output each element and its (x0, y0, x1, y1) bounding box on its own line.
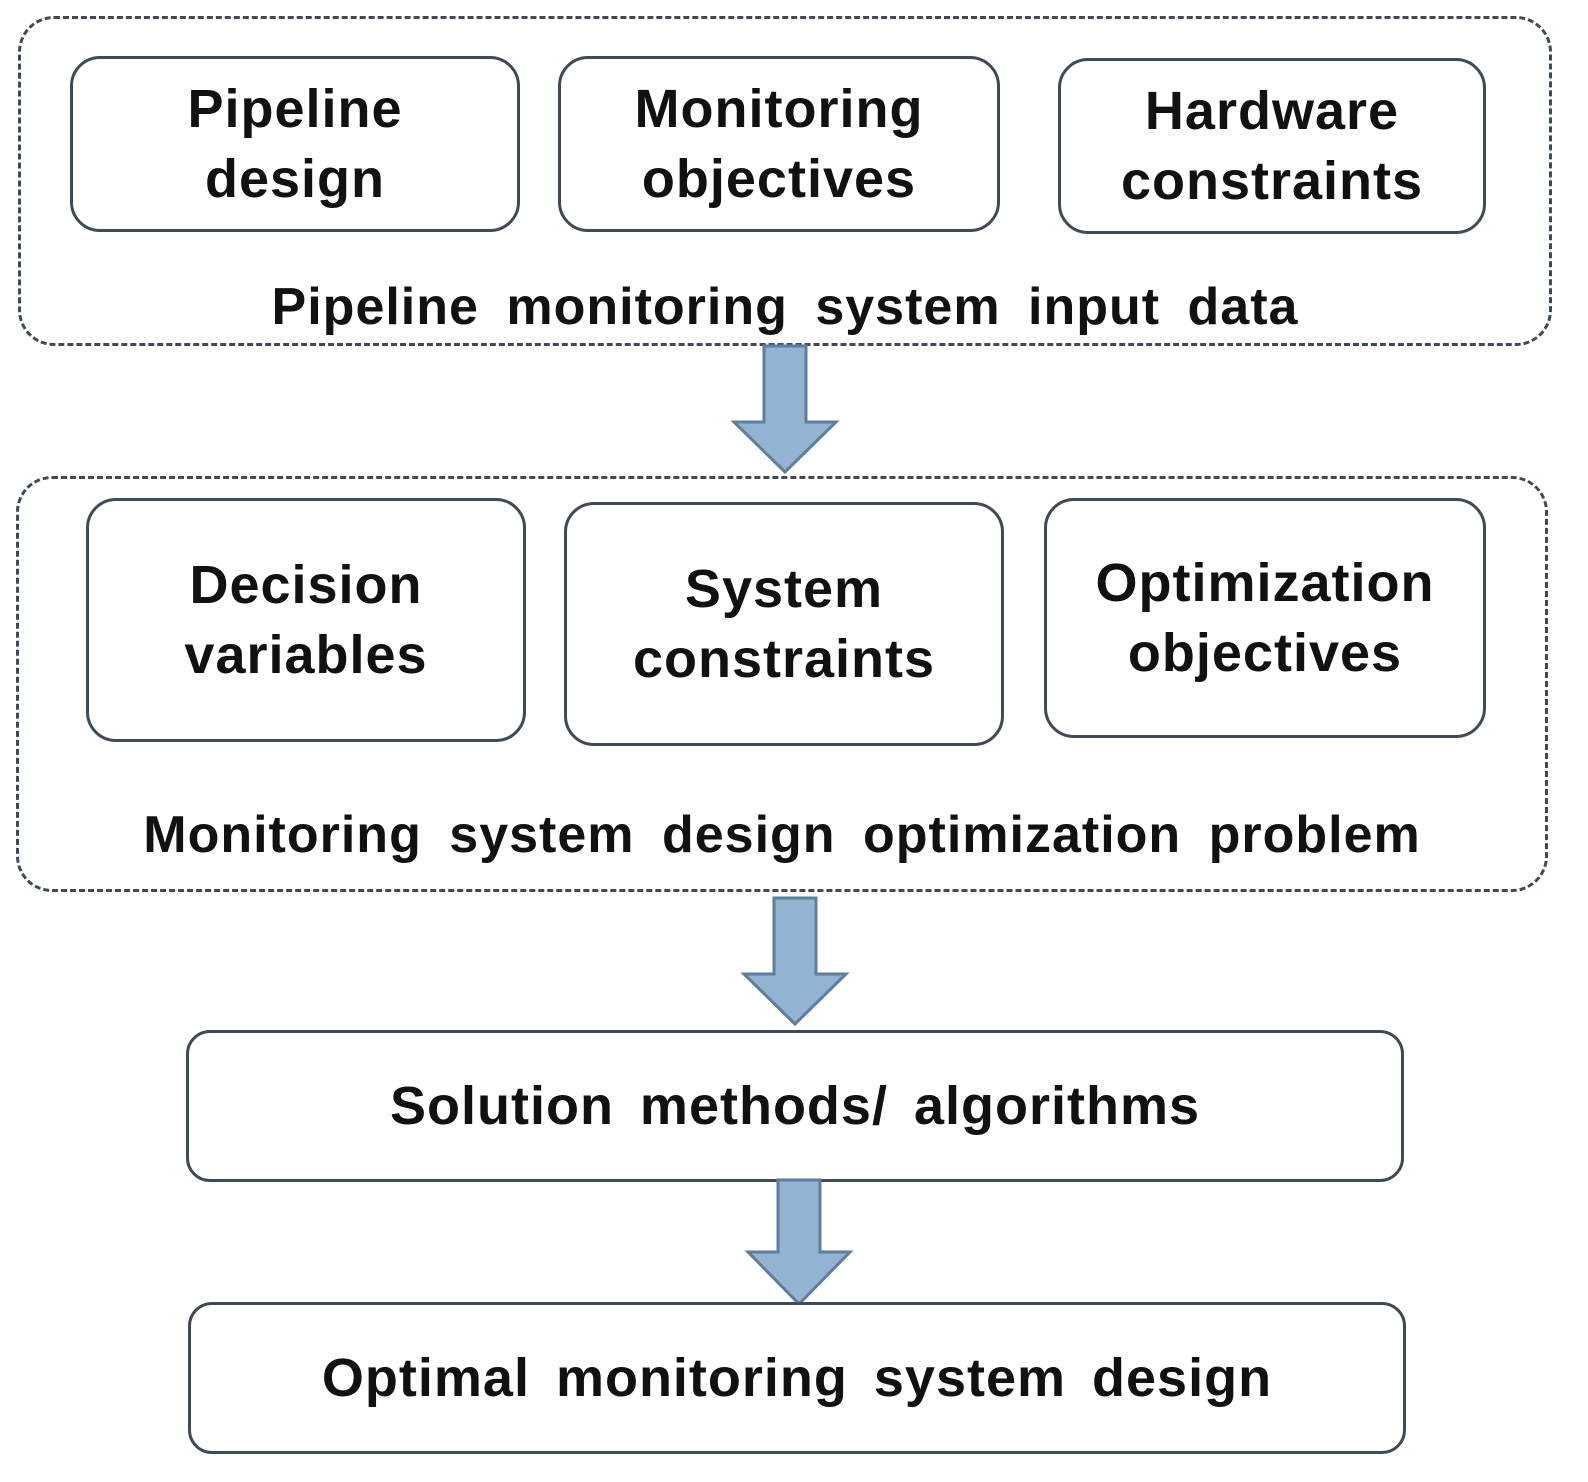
system-constraints-box: System constraints (564, 502, 1004, 746)
monitoring-objectives-box: Monitoring objectives (558, 56, 1000, 232)
down-arrow-3 (744, 1178, 854, 1307)
down-arrow-2-shape (740, 896, 850, 1027)
down-arrow-3-shape (744, 1178, 854, 1307)
optimization-problem-group: Monitoring system design optimization pr… (16, 476, 1548, 892)
input-data-group-label: Pipeline monitoring system input data (271, 278, 1299, 336)
solution-methods-box: Solution methods/ algorithms (186, 1030, 1404, 1182)
pipeline-design-box: Pipeline design (70, 56, 520, 232)
down-arrow-1-shape (730, 344, 840, 475)
hardware-constraints-box: Hardware constraints (1058, 58, 1486, 234)
down-arrow-1 (730, 344, 840, 475)
optimal-design-box: Optimal monitoring system design (188, 1302, 1406, 1454)
optimization-objectives-box: Optimization objectives (1044, 498, 1486, 738)
down-arrow-2 (740, 896, 850, 1027)
optimization-problem-group-label: Monitoring system design optimization pr… (143, 806, 1421, 864)
decision-variables-box: Decision variables (86, 498, 526, 742)
